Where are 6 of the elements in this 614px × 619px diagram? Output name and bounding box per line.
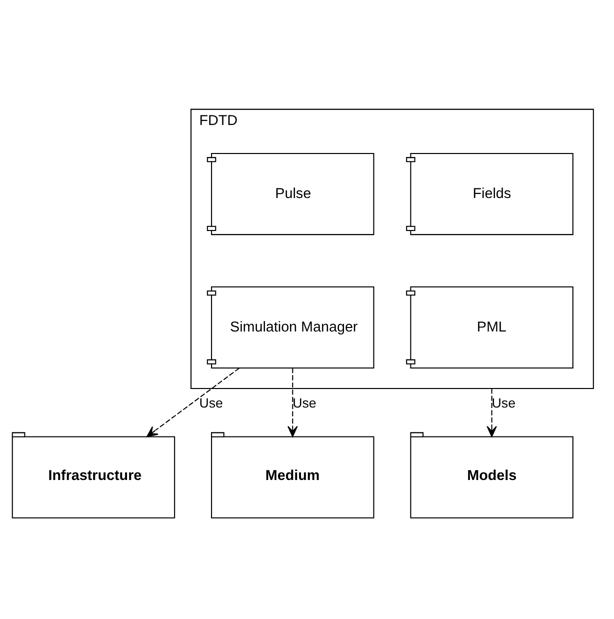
edge-label: Use: [199, 395, 223, 410]
arrow: [146, 368, 240, 438]
edge-label: Use: [492, 395, 516, 410]
arrow: [288, 368, 298, 438]
arrow: [486, 388, 497, 438]
edge-label: Use: [292, 395, 316, 410]
